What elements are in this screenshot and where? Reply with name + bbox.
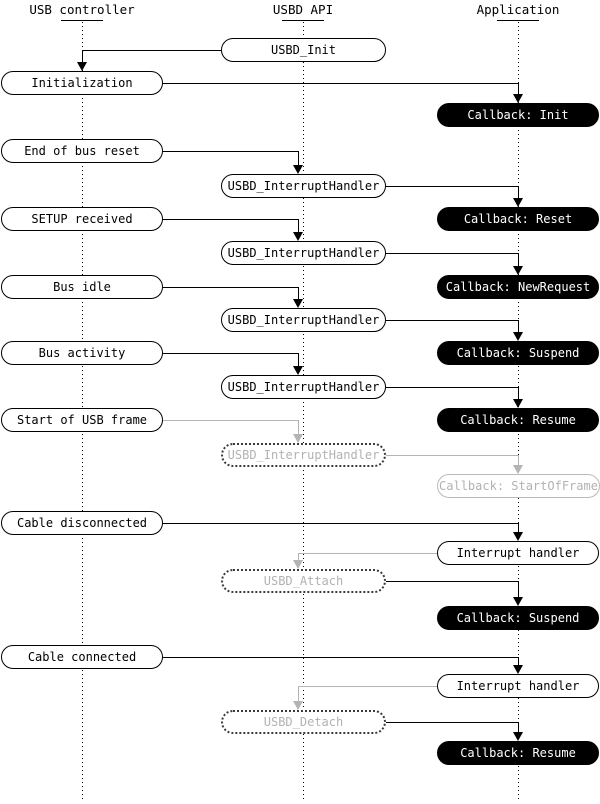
- node-end-of-bus-reset: End of bus reset: [1, 139, 163, 163]
- arrow-down-icon: [293, 232, 303, 241]
- node-setup-received: SETUP received: [1, 207, 163, 231]
- connector-line: [163, 523, 518, 524]
- arrow-down-icon: [293, 299, 303, 308]
- node-usbd-interrupthandler-1: USBD_InterruptHandler: [221, 174, 386, 198]
- connector-line: [298, 219, 299, 233]
- arrow-down-icon: [513, 332, 523, 341]
- node-cable-connected: Cable connected: [1, 645, 163, 669]
- connector-line: [518, 83, 519, 95]
- lane-label-usbd-api: USBD API: [272, 2, 334, 17]
- node-usbd-interrupthandler-3: USBD_InterruptHandler: [221, 308, 386, 332]
- node-bus-activity: Bus activity: [1, 341, 163, 365]
- connector-line: [163, 151, 298, 152]
- node-usbd-init: USBD_Init: [221, 38, 386, 62]
- node-callback-newrequest: Callback: NewRequest: [437, 275, 599, 299]
- connector-line: [298, 553, 299, 561]
- connector-line: [163, 287, 298, 288]
- connector-line: [163, 219, 298, 220]
- arrow-down-icon: [513, 465, 523, 474]
- arrow-down-icon: [293, 434, 303, 443]
- lane-label-usb-controller: USB controller: [29, 2, 135, 17]
- node-usbd-interrupthandler-2: USBD_InterruptHandler: [221, 241, 386, 265]
- connector-line: [82, 50, 221, 51]
- connector-line: [82, 50, 83, 63]
- connector-line: [386, 186, 518, 187]
- arrow-down-icon: [513, 597, 523, 606]
- connector-line: [163, 657, 518, 658]
- arrow-down-icon: [513, 732, 523, 741]
- connector-line: [298, 353, 299, 367]
- connector-line: [298, 151, 299, 166]
- arrow-down-icon: [293, 701, 303, 710]
- node-usbd-attach: USBD_Attach: [221, 569, 386, 593]
- arrow-down-icon: [513, 532, 523, 541]
- arrow-down-icon: [77, 62, 87, 71]
- node-usbd-detach: USBD_Detach: [221, 710, 386, 734]
- connector-line: [518, 387, 519, 400]
- connector-line: [386, 387, 518, 388]
- node-callback-reset: Callback: Reset: [437, 207, 599, 231]
- node-callback-resume-2: Callback: Resume: [437, 741, 599, 765]
- connector-line: [518, 253, 519, 267]
- connector-line: [518, 581, 519, 598]
- node-callback-suspend-1: Callback: Suspend: [437, 341, 599, 365]
- node-interrupt-handler-1: Interrupt handler: [437, 541, 599, 565]
- connector-line: [518, 320, 519, 333]
- connector-line: [386, 253, 518, 254]
- connector-line: [386, 320, 518, 321]
- arrow-down-icon: [513, 94, 523, 103]
- arrow-down-icon: [513, 266, 523, 275]
- node-interrupt-handler-2: Interrupt handler: [437, 674, 599, 698]
- connector-line: [518, 523, 519, 533]
- arrow-down-icon: [513, 399, 523, 408]
- connector-line: [163, 353, 298, 354]
- connector-line: [518, 722, 519, 733]
- connector-line: [298, 686, 299, 702]
- connector-line: [518, 455, 519, 466]
- node-callback-init: Callback: Init: [437, 103, 599, 127]
- lane-underline-application: [497, 20, 539, 21]
- connector-line: [163, 420, 298, 421]
- connector-line: [518, 657, 519, 666]
- node-callback-startofframe: Callback: StartOfFrame: [437, 474, 600, 498]
- connector-line: [298, 553, 437, 554]
- connector-line: [386, 581, 518, 582]
- node-callback-resume-1: Callback: Resume: [437, 408, 599, 432]
- lane-underline-usbd-api: [282, 20, 324, 21]
- connector-line: [163, 83, 518, 84]
- arrow-down-icon: [293, 165, 303, 174]
- arrow-down-icon: [293, 366, 303, 375]
- connector-line: [298, 686, 437, 687]
- node-usbd-interrupthandler-5: USBD_InterruptHandler: [221, 443, 386, 467]
- connector-line: [518, 186, 519, 199]
- arrow-down-icon: [513, 665, 523, 674]
- node-start-of-usb-frame: Start of USB frame: [1, 408, 163, 432]
- arrow-down-icon: [513, 198, 523, 207]
- node-usbd-interrupthandler-4: USBD_InterruptHandler: [221, 375, 386, 399]
- connector-line: [386, 722, 518, 723]
- node-bus-idle: Bus idle: [1, 275, 163, 299]
- connector-line: [298, 420, 299, 435]
- connector-line: [298, 287, 299, 300]
- node-initialization: Initialization: [1, 71, 163, 95]
- node-cable-disconnected: Cable disconnected: [1, 511, 163, 535]
- lane-underline-usb-controller: [61, 20, 103, 21]
- lane-label-application: Application: [476, 2, 560, 17]
- connector-line: [386, 455, 518, 456]
- lifeline-usbd-api: [303, 22, 304, 800]
- node-callback-suspend-2: Callback: Suspend: [437, 606, 599, 630]
- arrow-down-icon: [293, 560, 303, 569]
